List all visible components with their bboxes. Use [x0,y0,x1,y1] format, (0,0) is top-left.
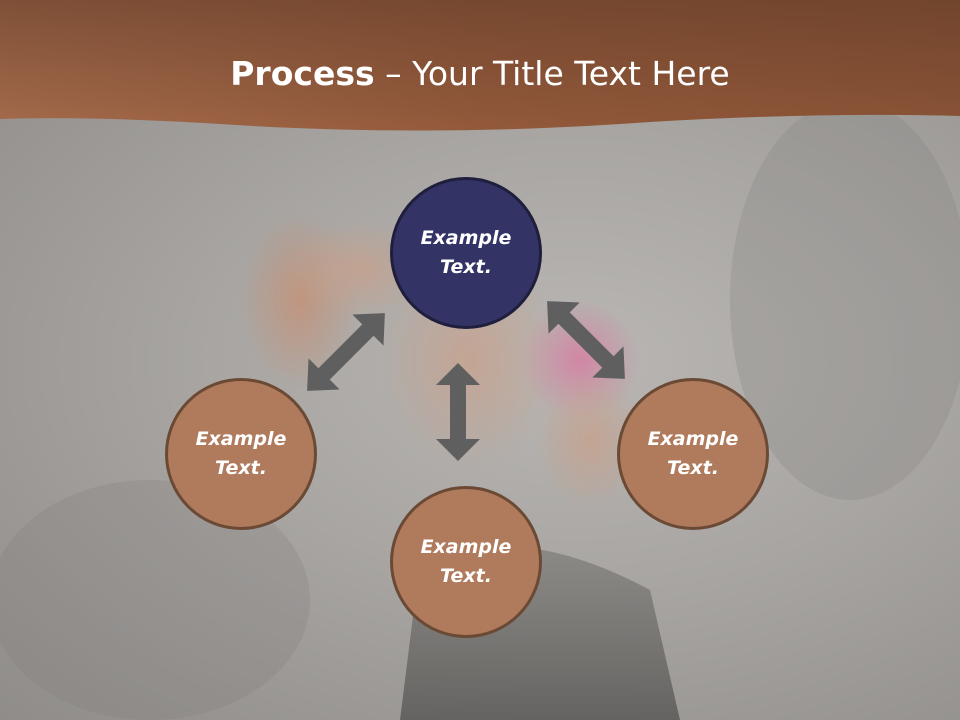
title-rest: – Your Title Text Here [374,54,730,93]
arrow-top-right [547,301,625,379]
title-bold: Process [230,54,375,93]
process-node-left: Example Text. [165,378,317,530]
node-right-label: Example Text. [647,428,739,479]
node-top-label: Example Text. [420,227,512,278]
node-left-label: Example Text. [195,428,287,479]
slide-title: Process – Your Title Text Here [0,48,960,100]
process-node-right: Example Text. [617,378,769,530]
node-bottom-label: Example Text. [420,536,512,587]
arrow-top-left [307,313,385,391]
header-band [0,0,960,131]
arrow-vertical [436,363,480,461]
process-node-bottom: Example Text. [390,486,542,638]
process-node-top: Example Text. [390,177,542,329]
